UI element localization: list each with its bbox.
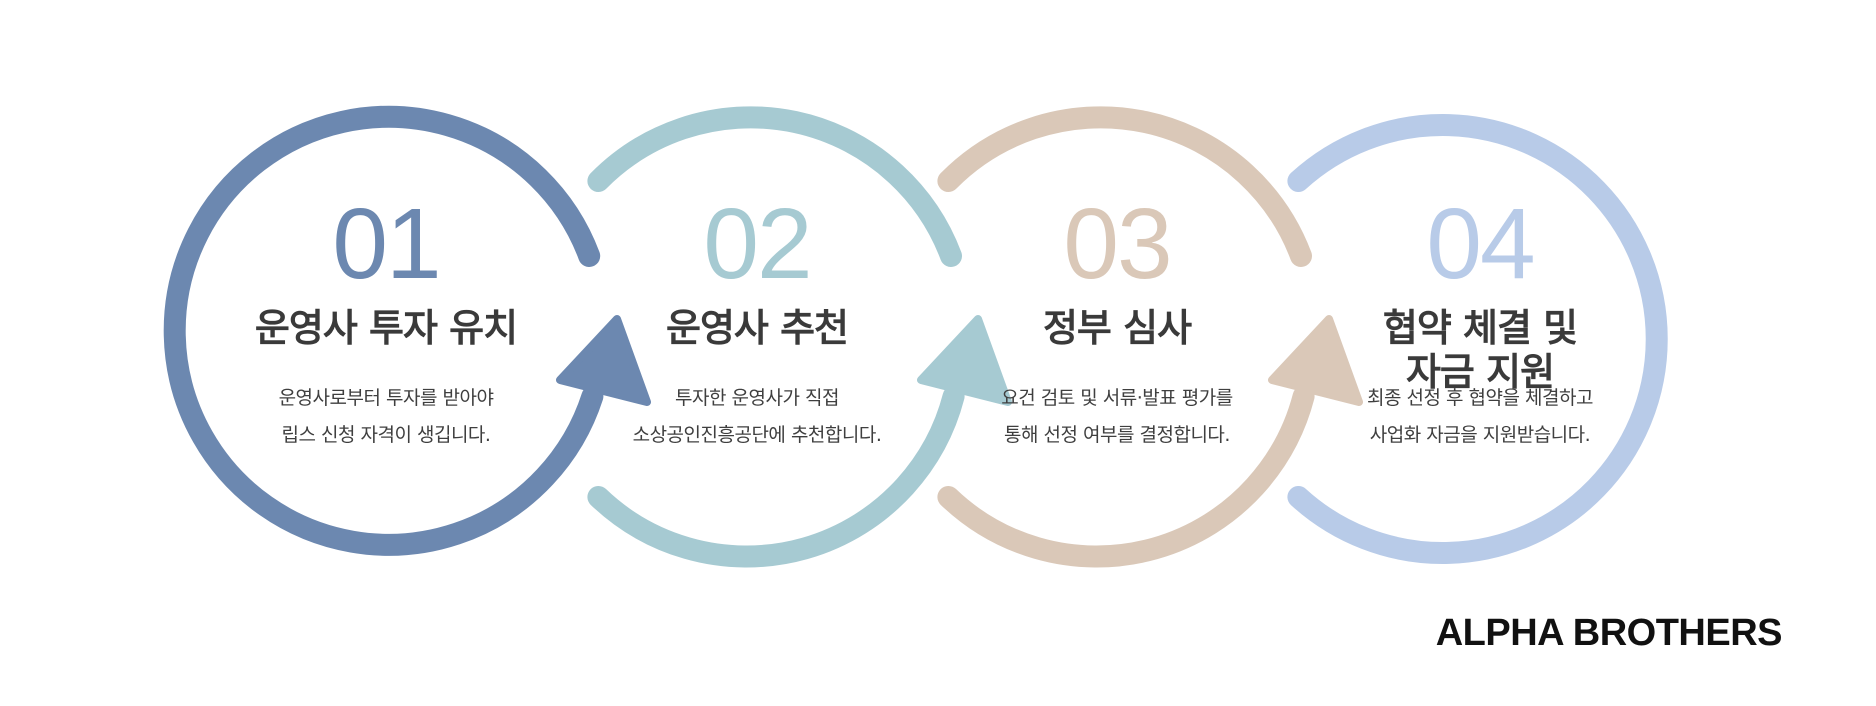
step-1-title: 운영사 투자 유치 [236,306,536,350]
step-4-number: 04 [1426,188,1535,300]
ring-3-top-arc [937,106,1312,267]
step-1-desc-line: 립스 신청 자격이 생깁니다. [281,424,491,446]
step-1-number: 01 [332,188,441,300]
ring-3-arrowhead [1268,315,1363,406]
step-1-title-line: 운영사 투자 유치 [254,306,518,350]
ring-4-arc [1287,114,1668,564]
step-3-title-line: 정부 심사 [1042,306,1192,350]
step-4-desc-line: 사업화 자금을 지원받습니다. [1369,424,1591,446]
step-4: 04 협약 체결 및 자금 지원 최종 선정 후 협약을 체결하고 사업화 자금… [1330,194,1630,454]
ring-2-arrowhead [917,315,1012,406]
step-4-description: 최종 선정 후 협약을 체결하고 사업화 자금을 지원받습니다. [1330,380,1630,454]
step-2-title-line: 운영사 추천 [665,306,849,350]
ring-1-arrowhead [556,315,651,406]
step-1: 01 운영사 투자 유치 운영사로부터 투자를 받아야 립스 신청 자격이 생깁… [236,194,536,454]
step-2-description: 투자한 운영사가 직접 소상공인진흥공단에 추천합니다. [607,380,907,454]
step-3-title: 정부 심사 [967,306,1267,350]
ring-3-bottom-arc [937,385,1315,568]
step-1-desc-line: 운영사로부터 투자를 받아야 [278,387,494,409]
step-4-desc-line: 최종 선정 후 협약을 체결하고 [1367,387,1593,409]
step-2: 02 운영사 추천 투자한 운영사가 직접 소상공인진흥공단에 추천합니다. [607,194,907,454]
step-3: 03 정부 심사 요건 검토 및 서류·발표 평가를 통해 선정 여부를 결정합… [967,194,1267,454]
ring-1-arc [163,105,604,556]
step-2-title: 운영사 추천 [607,306,907,350]
step-3-desc-line: 통해 선정 여부를 결정합니다. [1004,424,1230,446]
step-1-description: 운영사로부터 투자를 받아야 립스 신청 자격이 생깁니다. [236,380,536,454]
step-3-description: 요건 검토 및 서류·발표 평가를 통해 선정 여부를 결정합니다. [967,380,1267,454]
step-3-number: 03 [1063,188,1172,300]
ring-2-top-arc [587,106,962,267]
step-2-desc-line: 투자한 운영사가 직접 [675,387,839,409]
ring-2-bottom-arc [587,385,965,568]
step-4-title: 협약 체결 및 자금 지원 [1330,306,1630,394]
brand-logo-text: ALPHA BROTHERS [1435,612,1783,654]
step-3-desc-line: 요건 검토 및 서류·발표 평가를 [1001,387,1233,409]
step-4-title-line: 협약 체결 및 [1382,306,1578,350]
step-2-number: 02 [703,188,812,300]
step-2-desc-line: 소상공인진흥공단에 추천합니다. [632,424,882,446]
step-4-title-line: 자금 지원 [1405,350,1555,394]
